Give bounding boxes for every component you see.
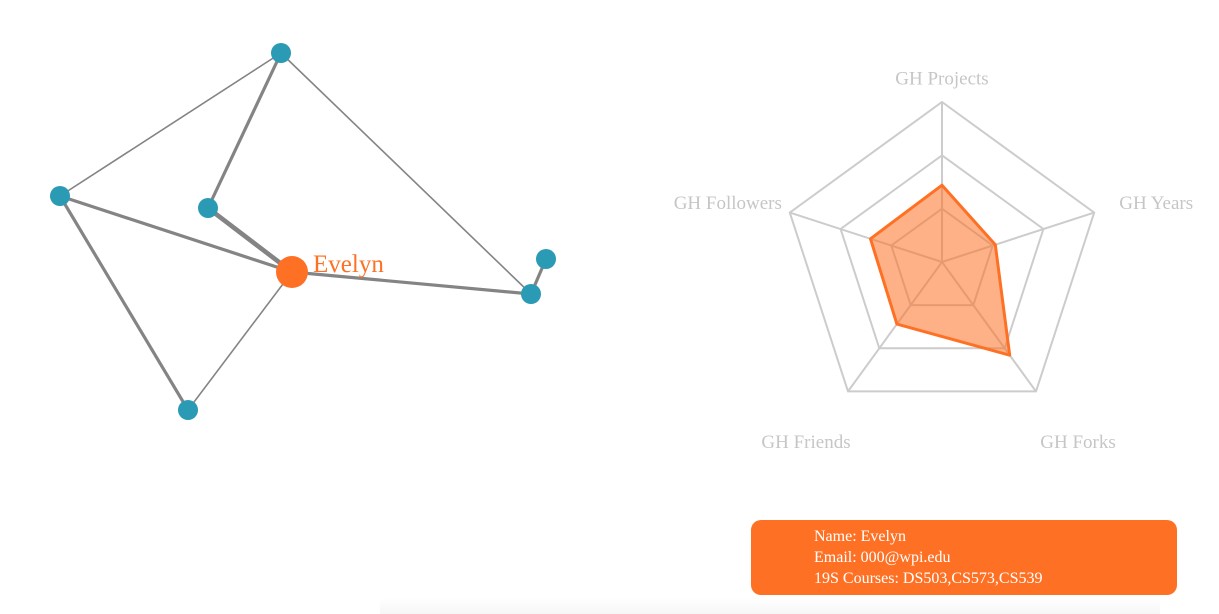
radar-axis-label: GH Years <box>1119 193 1193 214</box>
network-node[interactable] <box>50 186 70 206</box>
network-edge <box>280 52 532 295</box>
person-info-card: Name: Evelyn Email: 000@wpi.edu 19S Cour… <box>751 520 1177 595</box>
network-edge <box>59 194 293 274</box>
radar-axis-label: GH Friends <box>761 432 850 453</box>
radar-value-area[interactable] <box>869 183 1012 357</box>
radar-axis-label: GH Projects <box>895 68 988 89</box>
radar-axis-label: GH Followers <box>674 193 782 214</box>
radar-axis-label: GH Forks <box>1040 432 1115 453</box>
network-node[interactable] <box>198 198 218 218</box>
network-edge <box>59 52 282 197</box>
network-edge <box>187 271 293 411</box>
network-node[interactable] <box>271 43 291 63</box>
network-edge <box>291 270 532 296</box>
radar-grid-level <box>788 100 1096 393</box>
focus-node-label: Evelyn <box>313 251 384 278</box>
network-edge <box>206 206 294 274</box>
info-email: Email: 000@wpi.edu <box>814 549 951 566</box>
info-name: Name: Evelyn <box>814 528 906 545</box>
focus-node[interactable] <box>276 256 308 288</box>
network-edge <box>58 195 190 411</box>
network-node[interactable] <box>536 249 556 269</box>
network-edge <box>206 52 283 209</box>
network-node[interactable] <box>178 400 198 420</box>
radar-grid-level <box>839 154 1045 350</box>
info-courses: 19S Courses: DS503,CS573,CS539 <box>814 570 1043 587</box>
network-node[interactable] <box>521 284 541 304</box>
